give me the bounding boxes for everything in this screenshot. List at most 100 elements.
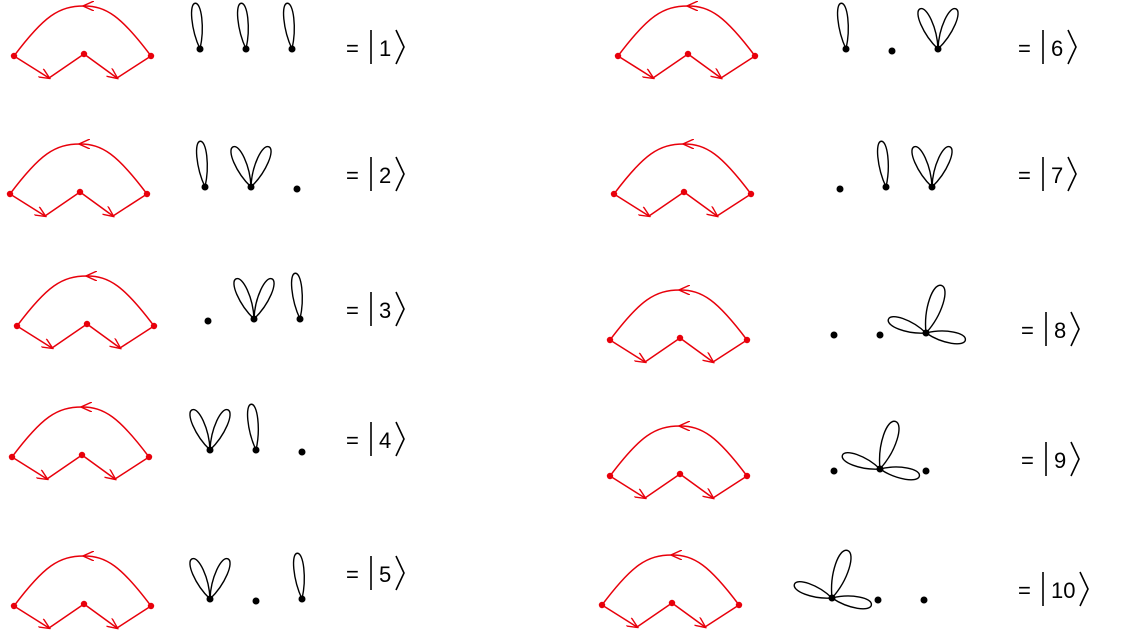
graph-vertex (606, 472, 614, 480)
equals-sign: = (1021, 448, 1034, 473)
state-row-3: =3 (13, 272, 405, 348)
state-row-10: =10 (598, 549, 1089, 627)
loop-petal (836, 2, 849, 52)
state-number: 2 (379, 163, 391, 188)
graph-vertex (80, 50, 88, 58)
loop-vertex (874, 596, 882, 604)
graph-vertex (83, 320, 91, 328)
loop-vertex (876, 331, 884, 339)
loop-vertex (922, 467, 930, 475)
loop-petal (190, 2, 203, 52)
loop-petal (292, 552, 305, 602)
graph-vertex (751, 52, 759, 60)
state-number: 1 (379, 36, 391, 61)
graph-vertex (76, 188, 84, 196)
loop-petal (189, 558, 211, 601)
red-graph (614, 6, 759, 78)
loop-vertex (298, 448, 306, 456)
loop-petal (931, 146, 953, 189)
red-graph (8, 407, 153, 479)
red-graph (606, 290, 751, 362)
graph-vertex (676, 334, 684, 342)
red-graph (606, 426, 751, 498)
graph-vertex (6, 190, 14, 198)
ket-angle (395, 421, 405, 457)
loop-vertex (204, 317, 212, 325)
ket-angle (1067, 29, 1077, 65)
loop-petal (209, 409, 231, 452)
ket-angle (395, 555, 405, 591)
loop-configuration (189, 403, 306, 456)
graph-vertex (614, 52, 622, 60)
loop-petal (911, 146, 933, 189)
loop-petal (937, 8, 959, 51)
loop-vertex (888, 47, 896, 55)
graph-vertex (13, 322, 21, 330)
loop-petal (878, 420, 900, 471)
equals-sign: = (346, 36, 359, 61)
graph-vertex (676, 470, 684, 478)
graph-vertex (743, 472, 751, 480)
graph-vertex (735, 601, 743, 609)
loop-vertex (830, 467, 838, 475)
graph-vertex (78, 451, 86, 459)
loop-configuration (836, 140, 953, 193)
loop-petal (250, 146, 272, 189)
graph-vertex (145, 453, 153, 461)
equals-sign: = (1018, 36, 1031, 61)
ket-angle (1067, 156, 1077, 192)
graph-vertex (684, 50, 692, 58)
graph-vertex (680, 188, 688, 196)
loop-configuration (830, 420, 930, 481)
loop-petal (917, 8, 939, 51)
graph-vertex (143, 190, 151, 198)
loop-vertex (252, 597, 260, 605)
state-number: 3 (379, 298, 391, 323)
loop-vertex (836, 185, 844, 193)
graph-vertex (150, 322, 158, 330)
state-row-5: =5 (10, 552, 405, 628)
graph-vertex (610, 190, 618, 198)
ket-angle (1079, 571, 1089, 607)
graph-vertex (80, 600, 88, 608)
loop-petal (233, 278, 255, 321)
state-number: 6 (1051, 36, 1063, 61)
loop-petal (793, 580, 834, 599)
state-row-4: =4 (8, 403, 405, 479)
loop-vertex (830, 331, 838, 339)
red-graph (610, 144, 755, 216)
state-row-8: =8 (606, 284, 1080, 362)
equals-sign: = (1018, 163, 1031, 188)
graph-vertex (8, 453, 16, 461)
loop-configuration (836, 2, 959, 55)
loop-petal (290, 272, 303, 322)
loop-configuration (195, 140, 301, 193)
loop-petal (282, 2, 295, 52)
loop-vertex (293, 185, 301, 193)
red-graph (6, 144, 151, 216)
state-row-9: =9 (606, 420, 1080, 498)
loop-vertex (920, 596, 928, 604)
state-row-7: =7 (610, 140, 1077, 216)
loop-petal (878, 466, 921, 481)
loop-petal (236, 2, 249, 52)
equals-sign: = (346, 562, 359, 587)
state-number: 5 (379, 562, 391, 587)
red-graph (13, 276, 158, 348)
ket-angle (395, 291, 405, 327)
red-graph (10, 556, 155, 628)
ket-angle (1070, 311, 1080, 347)
red-graph (598, 555, 743, 627)
red-graph (10, 6, 155, 78)
state-number: 8 (1054, 318, 1066, 343)
state-number: 9 (1054, 448, 1066, 473)
loop-petal (876, 140, 889, 190)
graph-vertex (10, 52, 18, 60)
loop-petal (830, 549, 852, 600)
state-row-6: =6 (614, 2, 1077, 78)
graph-vertex (668, 599, 676, 607)
equals-sign: = (1018, 578, 1031, 603)
loop-configuration (189, 552, 306, 605)
loop-configuration (830, 284, 967, 345)
